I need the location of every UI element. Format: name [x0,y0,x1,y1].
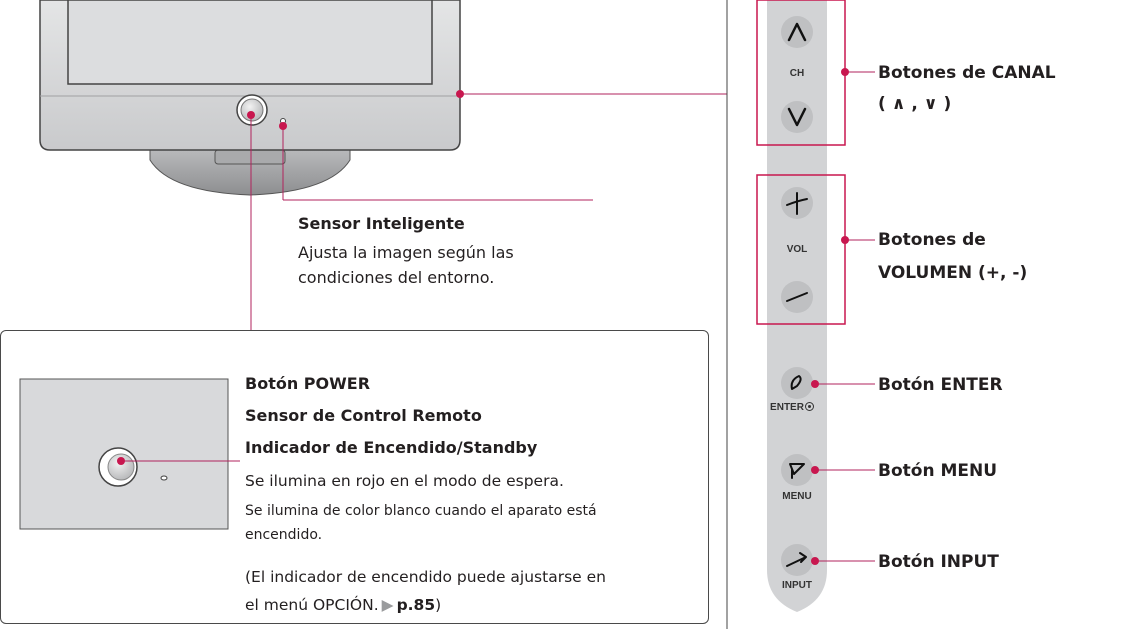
page-ref-link[interactable]: p.85 [396,596,436,614]
sensor-desc-line2: condiciones del entorno. [298,268,495,287]
enter-circle-icon [804,402,814,411]
side-panel-callout-dot [456,90,464,98]
input-callout: Botón INPUT [878,552,999,572]
enter-callout: Botón ENTER [878,375,1003,395]
power-title3: Indicador de Encendido/Standby [245,438,538,457]
power-detail-indicator [160,475,168,481]
side-callout-lines [815,71,875,562]
power-detail-callout-dot [117,457,125,465]
power-callout-dot [247,111,255,119]
channel-callout-line2: ( ∧ , ∨ ) [878,94,952,114]
menu-callout-dot [811,466,819,474]
power-line1: Se ilumina en rojo en el modo de espera. [245,472,564,490]
vol-plus-button [781,187,813,219]
power-detail-button [98,447,138,487]
input-label: INPUT [782,580,812,591]
enter-callout-dot [811,380,819,388]
page-ref-arrow-icon: ▶ [381,596,394,614]
tv-power-button [236,94,286,126]
volume-highlight-box [756,174,846,325]
volume-callout-dot [841,236,849,244]
input-button [781,544,813,576]
ch-label: CH [789,68,805,79]
power-line2b: encendido. [245,527,323,543]
channel-callout-dot [841,68,849,76]
menu-callout: Botón MENU [878,461,998,481]
menu-button [781,454,813,486]
power-line2a: Se ilumina de color blanco cuando el apa… [245,503,597,519]
sensor-title: Sensor Inteligente [298,214,465,233]
power-note-b: el menú OPCIÓN.▶p.85) [245,596,442,614]
enter-label: ENTER [762,402,822,413]
power-title1: Botón POWER [245,374,371,393]
menu-label: MENU [782,491,812,502]
input-callout-dot [811,557,819,565]
ch-up-button [781,16,813,48]
sensor-callout-dot [279,122,287,130]
power-note-a: (El indicador de encendido puede ajustar… [245,568,606,586]
ch-down-button [781,101,813,133]
vol-label: VOL [786,244,808,255]
tv-callout-lines [250,93,727,330]
channel-callout-line1: Botones de CANAL [878,63,1056,83]
vol-minus-button [781,281,813,313]
power-title2: Sensor de Control Remoto [245,406,482,425]
enter-button [781,367,813,399]
volume-callout-line1: Botones de [878,230,986,250]
tv-body [39,0,461,151]
volume-callout-line2: VOLUMEN (+, -) [878,263,1028,283]
sensor-desc-line1: Ajusta la imagen según las [298,243,514,262]
